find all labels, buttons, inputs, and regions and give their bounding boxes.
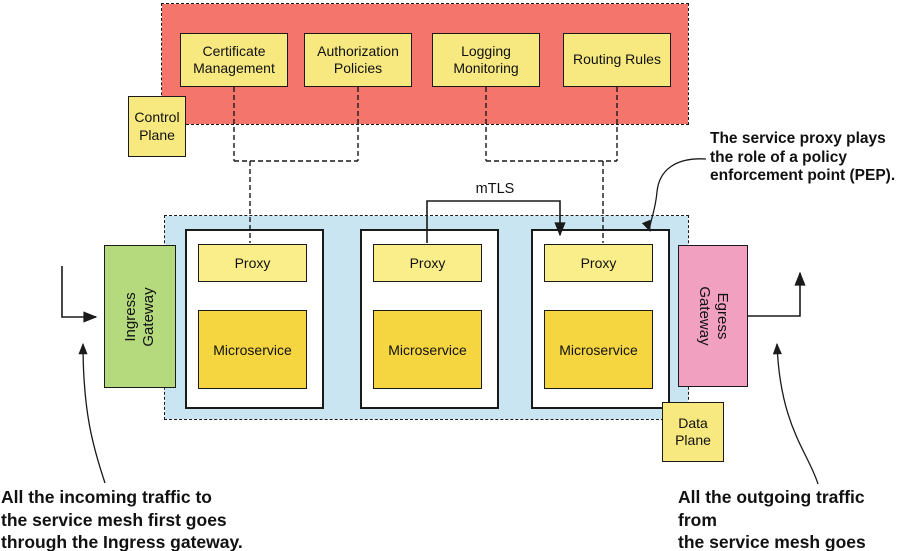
microservice-label-2: Microservice (388, 341, 467, 358)
microservice-label-1: Microservice (213, 341, 292, 358)
mtls-label: mTLS (475, 181, 515, 197)
ingress-incoming-arrow (61, 266, 98, 323)
certificate-management-box: Certificate Management (180, 33, 288, 87)
service-box-3: Proxy Microservice (531, 229, 670, 409)
pep-annotation: The service proxy plays the role of a po… (710, 130, 896, 184)
logging-monitoring-box: Logging Monitoring (432, 33, 540, 87)
authorization-policies-box: Authorization Policies (304, 33, 412, 87)
microservice-box-2: Microservice (373, 310, 482, 389)
egress-gateway-label: Egress Gateway (696, 286, 731, 346)
data-plane-label: Data Plane (662, 402, 724, 462)
proxy-box-2: Proxy (373, 244, 482, 282)
certificate-management-label: Certificate Management (193, 42, 275, 77)
microservice-label-3: Microservice (559, 341, 638, 358)
egress-gateway-box: Egress Gateway (678, 245, 748, 387)
ingress-gateway-box: Ingress Gateway (104, 245, 176, 388)
proxy-label-3: Proxy (580, 255, 617, 271)
routing-rules-label: Routing Rules (573, 51, 661, 68)
proxy-box-3: Proxy (544, 244, 653, 282)
logging-monitoring-label: Logging Monitoring (453, 42, 519, 77)
service-box-1: Proxy Microservice (185, 229, 324, 409)
proxy-label-1: Proxy (234, 255, 271, 271)
egress-outgoing-arrow (748, 271, 806, 317)
proxy-label-2: Proxy (409, 255, 446, 271)
incoming-traffic-annotation: All the incoming traffic to the service … (1, 487, 243, 551)
microservice-box-3: Microservice (544, 310, 653, 389)
authorization-policies-label: Authorization Policies (317, 42, 399, 77)
incoming-annotation-arrow (78, 342, 106, 484)
outgoing-traffic-annotation: All the outgoing traffic from the servic… (678, 487, 866, 551)
routing-rules-box: Routing Rules (563, 33, 671, 87)
outgoing-annotation-arrow (772, 342, 819, 485)
control-plane-label: Control Plane (128, 96, 186, 157)
microservice-box-1: Microservice (198, 310, 307, 389)
ingress-gateway-label: Ingress Gateway (122, 286, 157, 347)
service-box-2: Proxy Microservice (360, 229, 499, 409)
proxy-box-1: Proxy (198, 244, 307, 282)
